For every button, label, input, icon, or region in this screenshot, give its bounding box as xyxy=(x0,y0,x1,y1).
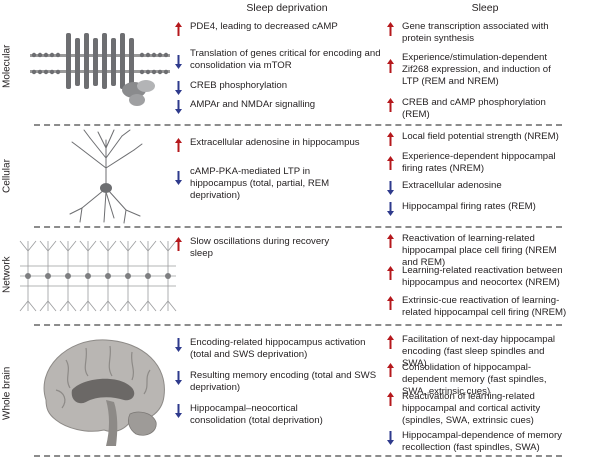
molecular-deprivation-item-1: PDE4, leading to decreased cAMP xyxy=(174,21,384,37)
wholebrain-sleep-item-4: Hippocampal-dependence of memory recolle… xyxy=(386,430,570,454)
wholebrain-deprivation-item-3: Hippocampal–neocortical consolidation (t… xyxy=(174,403,384,427)
down-arrow-icon xyxy=(175,100,182,114)
sleep-deprivation-column-header: Sleep deprivation xyxy=(246,2,328,14)
wholebrain-deprivation-item-2: Resulting memory encoding (total and SWS… xyxy=(174,370,384,394)
item-text: Experience-dependent hippocampal firing … xyxy=(402,151,556,174)
neural-network-illustration xyxy=(19,240,177,312)
down-arrow-icon xyxy=(175,404,182,418)
item-text: Reactivation of learning-related hippoca… xyxy=(402,391,541,426)
up-arrow-icon xyxy=(175,22,182,36)
up-arrow-icon xyxy=(387,392,394,406)
divider-molecular-cellular xyxy=(34,124,562,126)
up-arrow-icon xyxy=(175,237,182,251)
item-text: Extrinsic-cue reactivation of learning-r… xyxy=(402,295,567,318)
level-label-network: Network xyxy=(1,256,13,294)
molecular-sleep-item-1: Gene transcription associated with prote… xyxy=(386,21,570,45)
wholebrain-sleep-item-2: Consolidation of hippocampal-dependent m… xyxy=(386,362,570,398)
neuron-illustration xyxy=(69,129,143,224)
wholebrain-sleep-item-3: Reactivation of learning-related hippoca… xyxy=(386,391,570,427)
molecular-deprivation-item-2: Translation of genes critical for encodi… xyxy=(174,48,384,72)
up-arrow-icon xyxy=(387,335,394,349)
up-arrow-icon xyxy=(387,234,394,248)
sleep-column-header: Sleep xyxy=(471,2,499,14)
level-label-whole-brain: Whole brain xyxy=(1,366,13,420)
item-text: Facilitation of next-day hippocampal enc… xyxy=(402,334,556,369)
item-text: cAMP-PKA-mediated LTP in hippocampus (to… xyxy=(190,166,330,201)
cellular-sleep-item-1: Local field potential strength (NREM) xyxy=(386,131,570,147)
item-text: AMPAr and NMDAr signalling xyxy=(190,99,316,110)
up-arrow-icon xyxy=(387,98,394,112)
item-text: Hippocampal-dependence of memory recolle… xyxy=(402,430,562,453)
molecular-deprivation-item-4: AMPAr and NMDAr signalling xyxy=(174,99,384,115)
brain-sagittal-illustration xyxy=(43,339,165,446)
up-arrow-icon xyxy=(387,363,394,377)
network-sleep-item-1: Reactivation of learning-related hippoca… xyxy=(386,233,570,269)
item-text: Extracellular adenosine in hippocampus xyxy=(190,137,360,148)
down-arrow-icon xyxy=(387,202,394,216)
item-text: Resulting memory encoding (total and SWS… xyxy=(190,370,377,393)
divider-cellular-network xyxy=(34,226,562,228)
wholebrain-sleep-item-1: Facilitation of next-day hippocampal enc… xyxy=(386,334,570,370)
item-text: Reactivation of learning-related hippoca… xyxy=(402,233,557,268)
cellular-sleep-item-2: Experience-dependent hippocampal firing … xyxy=(386,151,570,175)
down-arrow-icon xyxy=(175,171,182,185)
down-arrow-icon xyxy=(175,81,182,95)
cellular-deprivation-item-1: Extracellular adenosine in hippocampus xyxy=(174,137,384,153)
cellular-sleep-item-4: Hippocampal firing rates (REM) xyxy=(386,201,570,217)
molecular-deprivation-item-3: CREB phosphorylation xyxy=(174,80,384,96)
item-text: CREB phosphorylation xyxy=(190,80,288,91)
down-arrow-icon xyxy=(175,338,182,352)
down-arrow-icon xyxy=(387,181,394,195)
molecular-sleep-item-2: Experience/stimulation-dependent Zif268 … xyxy=(386,52,570,88)
membrane-receptor-illustration xyxy=(30,33,170,106)
down-arrow-icon xyxy=(175,55,182,69)
down-arrow-icon xyxy=(387,431,394,445)
divider-bottom xyxy=(34,455,562,457)
cellular-deprivation-item-2: cAMP-PKA-mediated LTP in hippocampus (to… xyxy=(174,166,384,202)
item-text: Gene transcription associated with prote… xyxy=(402,21,549,44)
up-arrow-icon xyxy=(387,22,394,36)
level-label-molecular: Molecular xyxy=(1,44,13,88)
up-arrow-icon xyxy=(387,59,394,73)
up-arrow-icon xyxy=(387,296,394,310)
item-text: CREB and cAMP phosphorylation (REM) xyxy=(402,97,546,120)
network-deprivation-item-1: Slow oscillations during recovery sleep xyxy=(174,236,384,260)
divider-network-wholebrain xyxy=(34,324,562,326)
item-text: Extracellular adenosine xyxy=(402,180,502,191)
item-text: Translation of genes critical for encodi… xyxy=(190,48,381,71)
item-text: Consolidation of hippocampal-dependent m… xyxy=(402,362,547,397)
item-text: Hippocampal–neocortical consolidation (t… xyxy=(190,403,323,426)
molecular-sleep-item-3: CREB and cAMP phosphorylation (REM) xyxy=(386,97,570,121)
item-text: Local field potential strength (NREM) xyxy=(402,131,559,142)
network-sleep-item-2: Learning-related reactivation between hi… xyxy=(386,265,570,289)
up-arrow-icon xyxy=(175,138,182,152)
item-text: Slow oscillations during recovery sleep xyxy=(190,236,330,259)
level-label-cellular: Cellular xyxy=(1,159,13,193)
network-sleep-item-3: Extrinsic-cue reactivation of learning-r… xyxy=(386,295,570,319)
down-arrow-icon xyxy=(175,371,182,385)
wholebrain-deprivation-item-1: Encoding-related hippocampus activation … xyxy=(174,337,384,361)
up-arrow-icon xyxy=(387,266,394,280)
up-arrow-icon xyxy=(387,156,394,170)
cellular-sleep-item-3: Extracellular adenosine xyxy=(386,180,570,196)
up-arrow-icon xyxy=(387,132,394,146)
item-text: Hippocampal firing rates (REM) xyxy=(402,201,536,212)
item-text: Learning-related reactivation between hi… xyxy=(402,265,563,288)
item-text: Experience/stimulation-dependent Zif268 … xyxy=(402,52,551,87)
item-text: Encoding-related hippocampus activation … xyxy=(190,337,366,360)
item-text: PDE4, leading to decreased cAMP xyxy=(190,21,338,32)
